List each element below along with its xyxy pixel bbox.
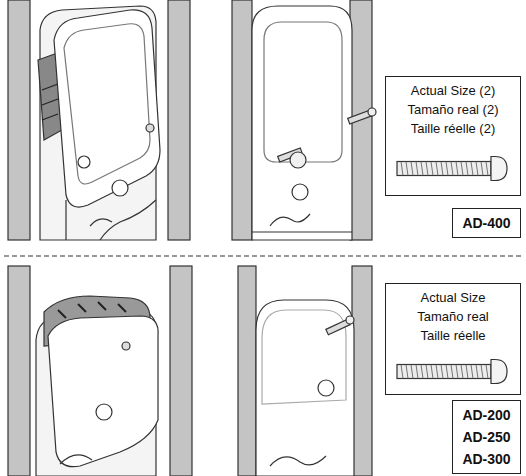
model-box: AD-200AD-250AD-300 (452, 400, 521, 474)
model-number: AD-200 (462, 404, 510, 426)
dryer-open-ad200 (36, 296, 158, 476)
size-label: Taille réelle (420, 326, 485, 345)
screw (278, 108, 376, 168)
dryer-open-ad400 (38, 6, 160, 240)
actual-size-box: Actual SizeTamaño realTaille réelle (385, 283, 521, 395)
size-label: Actual Size (420, 288, 485, 307)
actual-size-box: Actual Size (2)Tamaño real (2)Taille rée… (385, 76, 521, 196)
model-number: AD-300 (462, 448, 510, 470)
wall-strip (8, 266, 192, 476)
size-label: Taille réelle (2) (411, 119, 496, 138)
wall-strip (238, 266, 372, 476)
wall-strip (232, 0, 372, 240)
dryer-closed-ad200 (256, 300, 354, 476)
size-label: Actual Size (2) (411, 81, 496, 100)
screw-actual-size (397, 360, 507, 384)
model-box: AD-400 (452, 208, 521, 238)
model-number: AD-400 (462, 212, 510, 234)
size-label: Tamaño real (417, 307, 489, 326)
size-label: Tamaño real (2) (407, 100, 498, 119)
screw (326, 316, 354, 335)
wall-strip (8, 0, 190, 240)
divider-line (4, 255, 522, 256)
model-number: AD-250 (462, 426, 510, 448)
screw-actual-size (397, 157, 507, 181)
dryer-closed-ad400 (252, 6, 352, 240)
